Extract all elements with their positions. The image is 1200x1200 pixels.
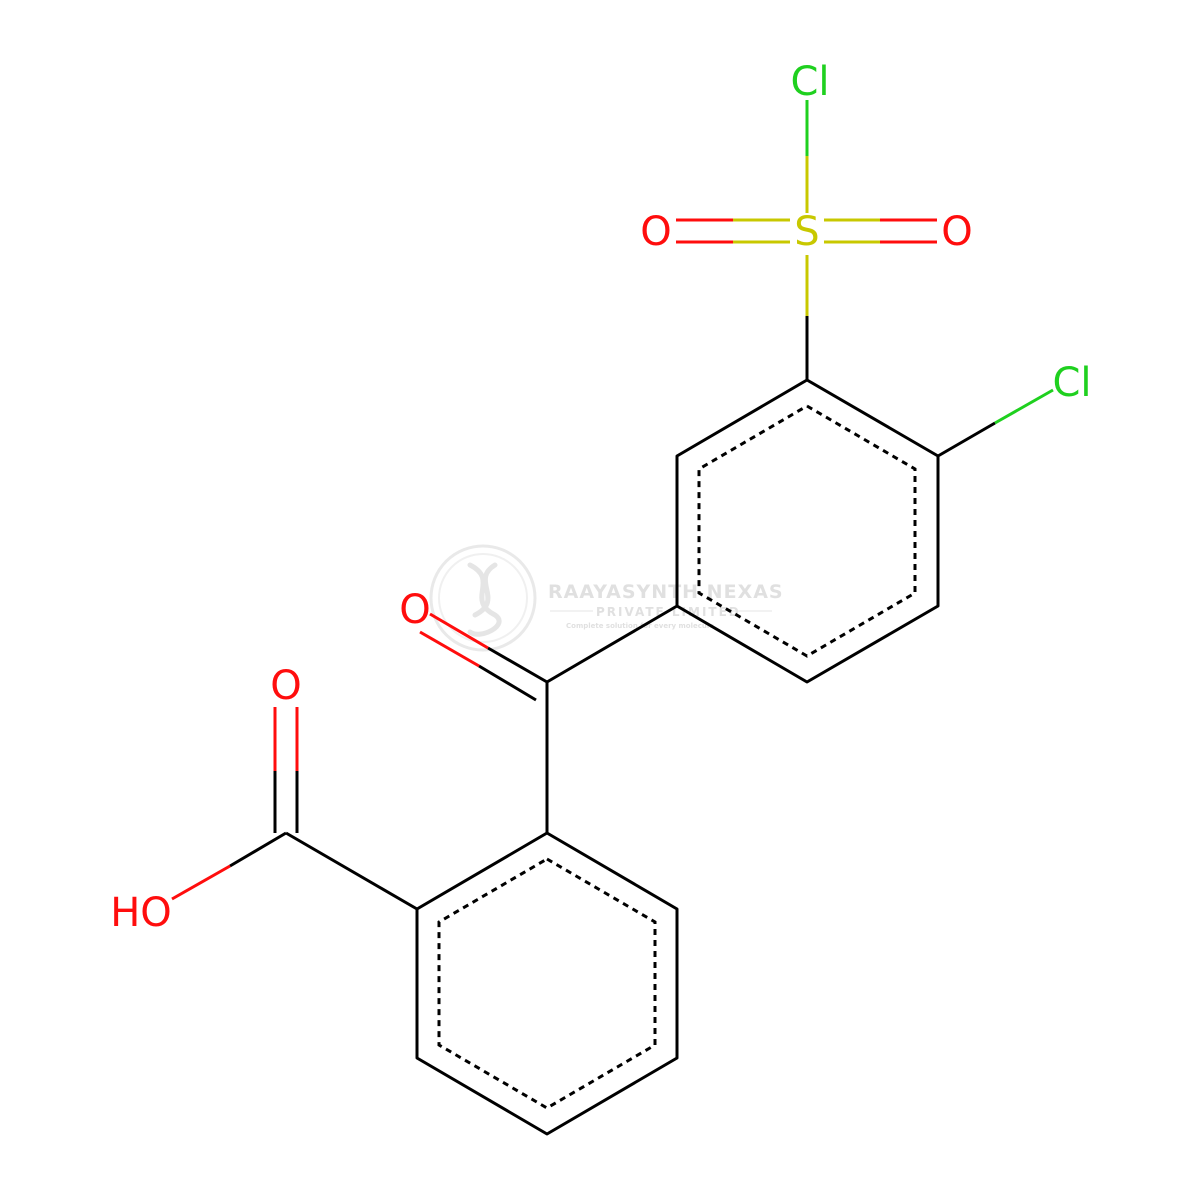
watermark-logo-helix-icon: [467, 562, 502, 637]
bond-ketone-a-black: [487, 646, 548, 684]
upper-ring-outer: [675, 378, 940, 684]
upper-ring-inner-dashed: [697, 404, 917, 658]
atom-o-acid: O: [270, 663, 301, 709]
watermark-title: RAAYASYNTH NEXAS: [548, 581, 784, 603]
bond-c-cl-green: [994, 388, 1054, 425]
atom-cl-ring: Cl: [1052, 360, 1091, 406]
bond-c-oh-red: [171, 864, 231, 901]
atom-o-ketone: O: [399, 587, 430, 633]
atom-labels: Cl S O O Cl O O HO: [110, 59, 1091, 936]
bond-ketone-b-red: [419, 630, 480, 668]
atom-cl-top: Cl: [790, 59, 829, 105]
bond-ketone-b-black: [478, 664, 537, 702]
lower-ring-outer: [415, 831, 679, 1136]
bond-ketone-a-red: [429, 612, 489, 650]
bond-ring-carbonyl: [546, 604, 678, 684]
watermark-logo-ring: [429, 544, 537, 652]
bond-c-cl-black: [937, 421, 996, 458]
atom-o-left: O: [640, 209, 671, 255]
bond-ring-carboxyl: [285, 831, 418, 911]
bond-c-oh-black: [229, 831, 287, 868]
bonds: [171, 100, 1054, 1136]
atom-s: S: [794, 209, 819, 255]
atom-o-right: O: [941, 209, 972, 255]
watermark-logo-ring-inner: [438, 553, 528, 643]
atom-oh: HO: [110, 890, 172, 936]
watermark: RAAYASYNTH NEXAS PRIVATE LIMITED Complet…: [429, 544, 784, 652]
lower-ring-inner-dashed: [437, 857, 657, 1110]
